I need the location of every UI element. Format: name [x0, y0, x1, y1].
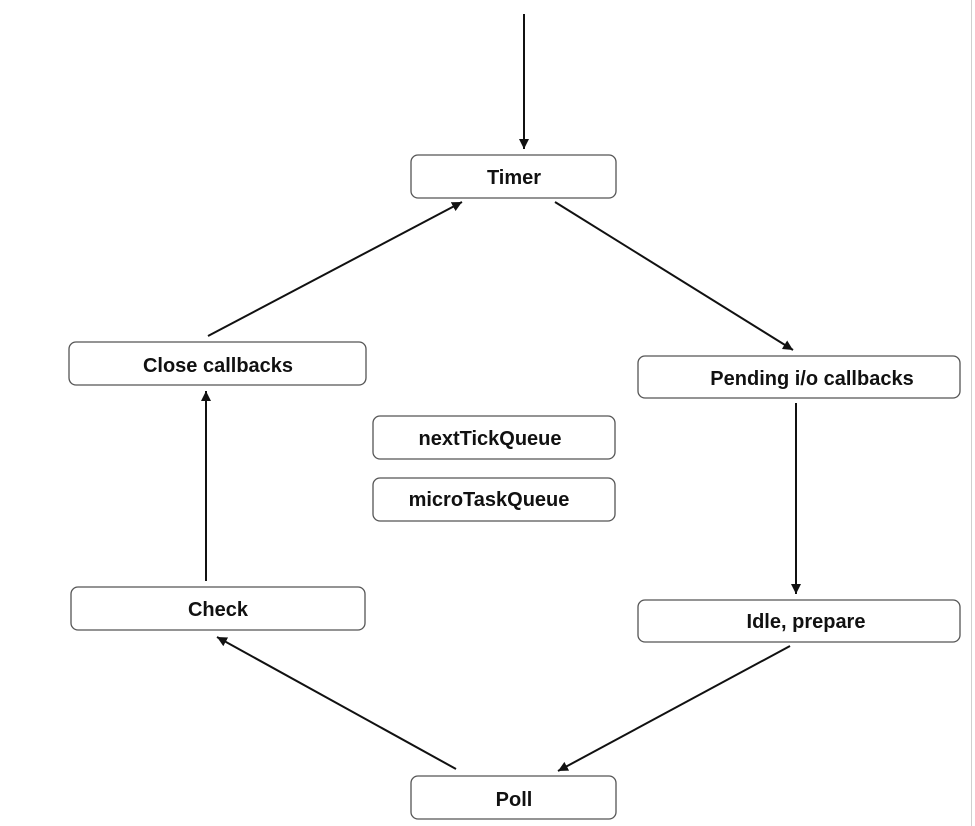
node-pending-io-callbacks: Pending i/o callbacks — [637, 355, 961, 399]
node-poll: Poll — [410, 775, 617, 820]
node-idle-prepare: Idle, prepare — [637, 599, 961, 643]
node-timer-label: Timer — [487, 167, 541, 189]
node-check-label: Check — [188, 599, 249, 621]
arrow-idle-to-poll — [557, 645, 791, 772]
node-pending-io-callbacks-label: Pending i/o callbacks — [710, 368, 913, 390]
node-close-callbacks-label: Close callbacks — [143, 355, 293, 377]
node-next-tick-queue: nextTickQueue — [372, 415, 616, 460]
node-poll-label: Poll — [496, 789, 533, 811]
frame-right-border — [971, 0, 972, 826]
arrow-close-to-timer — [207, 201, 463, 337]
node-micro-task-queue-label: microTaskQueue — [409, 489, 570, 511]
node-check: Check — [70, 586, 366, 631]
node-close-callbacks: Close callbacks — [68, 341, 367, 386]
node-idle-prepare-label: Idle, prepare — [747, 611, 866, 633]
arrow-poll-to-check — [216, 636, 457, 770]
node-micro-task-queue: microTaskQueue — [372, 477, 616, 522]
arrow-timer-to-pending — [554, 201, 794, 351]
node-timer: Timer — [410, 154, 617, 199]
node-next-tick-queue-label: nextTickQueue — [418, 428, 561, 450]
